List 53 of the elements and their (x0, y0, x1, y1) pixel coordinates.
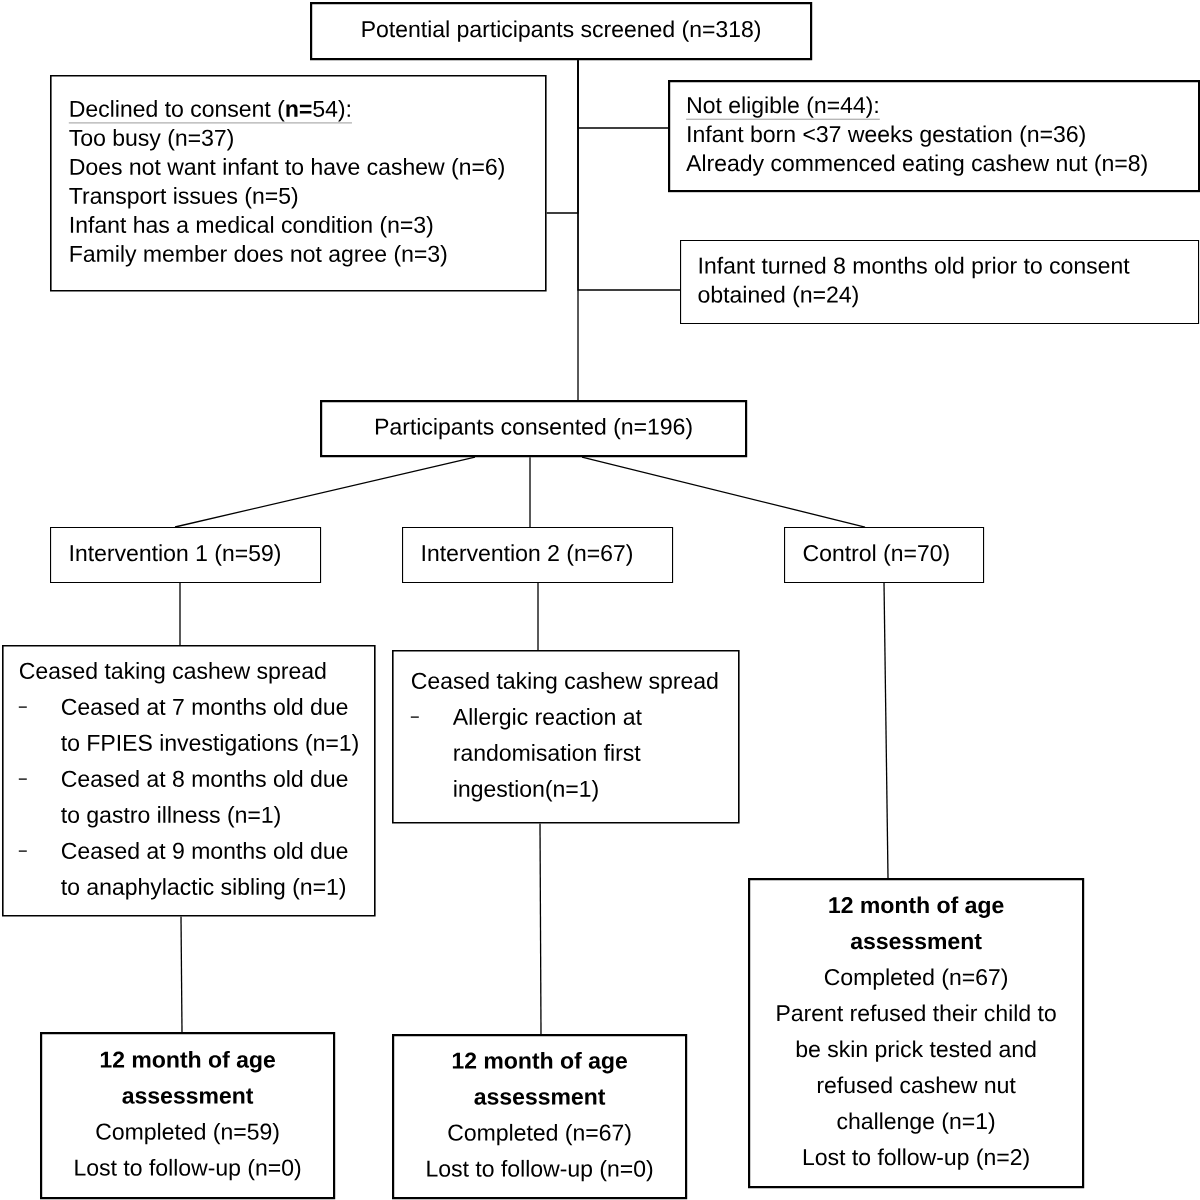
list-item: Does not want infant to have cashew (n=6) (70, 158, 504, 180)
connector-line (539, 822, 542, 1035)
step-label: Potential participants screened (n=318) (362, 20, 760, 42)
list-item: Ceased at 7 months old due to FPIES investigations (n=1) (61, 698, 358, 756)
connector-line (180, 915, 183, 1033)
process-box (392, 1034, 688, 1200)
list-item: Ceased at 8 months old due to gastro illness (n=1) (61, 770, 348, 828)
list-item: Ceased taking cashew spread (411, 672, 718, 694)
list-item: Allergic reaction at randomisation first ingestion(n=1) (452, 708, 642, 802)
list-item: Too busy (n=37) (69, 129, 233, 151)
process-box (392, 650, 740, 824)
list-item: Lost to follow-up (n=2) (803, 1148, 1029, 1170)
process-box (310, 2, 813, 61)
connector-line (577, 59, 681, 291)
list-item: Lost to follow-up (n=0) (427, 1159, 653, 1182)
connector-line (537, 582, 539, 651)
heading-text: Not eligible (n=44): (685, 96, 880, 120)
step-label: Participants consented (n=196) (376, 417, 692, 440)
connector-line (581, 456, 866, 528)
step-label: Infant turned 8 months old prior to consent obtained (n=24) (698, 256, 1130, 308)
list-item: Parent refused their child to be skin prick tested and refused cashew nut challenge (n=1) (777, 1004, 1056, 1134)
list-item: Infant has a medical condition (n=3) (70, 216, 433, 238)
connector-line (179, 582, 181, 646)
list-item: Infant born <37 weeks gestation (n=36) (688, 125, 1085, 147)
connector-line (174, 456, 476, 528)
process-box (402, 527, 674, 584)
list-item: Lost to follow-up (n=0) (75, 1158, 301, 1181)
heading-text: 12 month of age assessment (829, 896, 1004, 950)
process-box (2, 645, 376, 917)
heading-text: Declined to consent (n=54): (68, 100, 353, 124)
list-item: Family member does not agree (n=3) (70, 245, 447, 267)
heading-text: 12 month of age assessment (100, 1050, 275, 1104)
process-box (784, 527, 985, 584)
process-box (680, 240, 1200, 325)
list-item: Completed (n=67) (824, 968, 1007, 990)
process-box (50, 75, 547, 292)
connector-line (883, 582, 889, 879)
process-box (50, 527, 322, 584)
list-item: Completed (n=59) (96, 1122, 279, 1145)
process-box (668, 80, 1200, 193)
heading-text: 12 month of age assessment (452, 1051, 627, 1105)
list-item: Transport issues (n=5) (69, 187, 298, 209)
list-item: Completed (n=67) (448, 1123, 631, 1146)
step-label: Control (n=70) (803, 544, 949, 566)
process-box (320, 400, 748, 458)
process-box (40, 1032, 336, 1200)
list-item: Already commenced eating cashew nut (n=8) (686, 154, 1147, 176)
process-box (748, 878, 1085, 1189)
step-label: Intervention 2 (n=67) (422, 544, 632, 566)
connector-line (529, 456, 531, 528)
step-label: Intervention 1 (n=59) (70, 544, 280, 566)
list-item: Ceased at 9 months old due to anaphylactic sibling (n=1) (61, 842, 348, 900)
list-item: Ceased taking cashew spread (19, 662, 326, 684)
